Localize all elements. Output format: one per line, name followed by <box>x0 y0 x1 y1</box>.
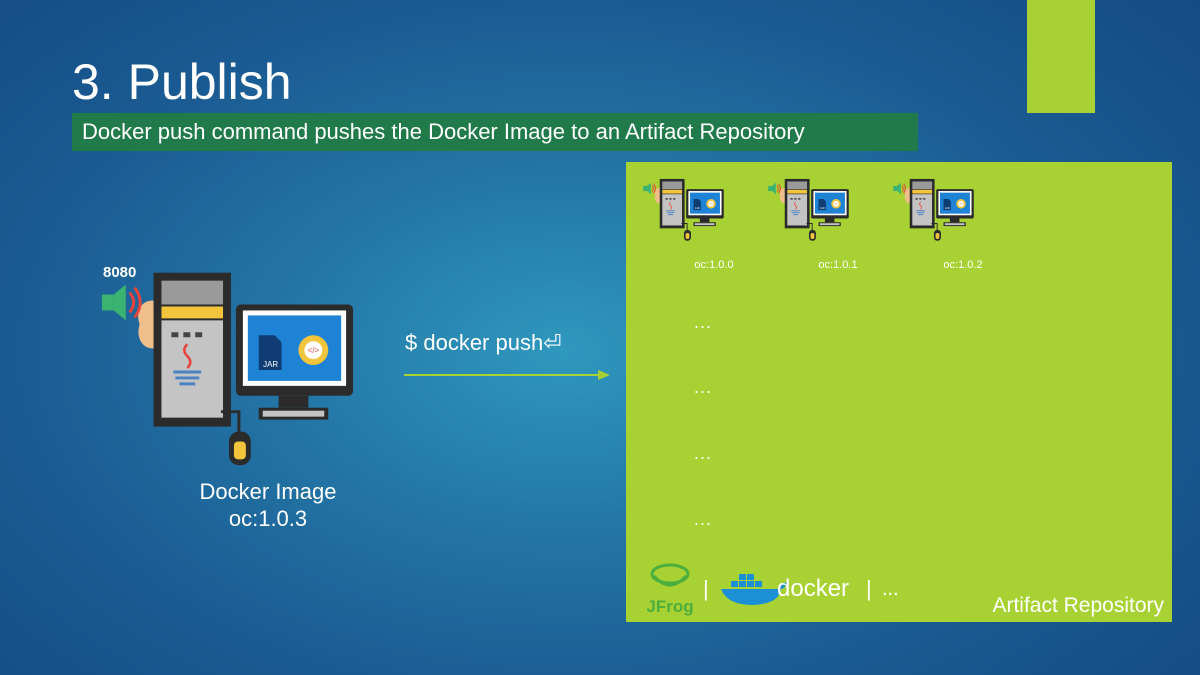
docker-image-label: Docker Image <box>199 479 337 504</box>
docker-whale-logo <box>719 571 789 607</box>
jfrog-logo-text: JFrog <box>646 597 693 616</box>
more-logos-ellipsis: ... <box>882 578 899 600</box>
repo-image-computer-icon <box>890 173 976 247</box>
logo-separator: | <box>866 576 872 601</box>
artifact-repository-label: Artifact Repository <box>992 594 1164 617</box>
ellipsis: ... <box>694 443 713 463</box>
corner-accent-block <box>1027 0 1095 113</box>
ellipsis: ... <box>694 312 713 332</box>
docker-push-command: $ docker push⏎ <box>405 330 562 355</box>
slide-subtitle: Docker push command pushes the Docker Im… <box>72 113 918 151</box>
docker-logo-text: docker <box>777 575 850 602</box>
ellipsis: ... <box>694 509 713 529</box>
docker-image-tag: oc:1.0.3 <box>228 506 308 531</box>
docker-image-computer-icon <box>92 262 360 477</box>
repo-image-computer-icon <box>765 173 851 247</box>
artifact-repository-box: oc:1.0.0 oc:1.0.1 oc:1.0.2 ... ... ... .… <box>626 162 1172 622</box>
repo-image-tag: oc:1.0.2 <box>943 259 983 271</box>
jfrog-logo: JFrog <box>644 560 696 616</box>
port-label: 8080 <box>103 264 137 281</box>
repo-image-tag: oc:1.0.0 <box>694 259 734 271</box>
ellipsis: ... <box>694 377 713 397</box>
repo-image-tag: oc:1.0.1 <box>818 259 858 271</box>
logo-separator: | <box>703 576 709 601</box>
repo-image-computer-icon <box>640 173 726 247</box>
docker-image-caption: Docker Image oc:1.0.3 <box>160 478 376 532</box>
slide-title: 3. Publish <box>72 54 292 110</box>
push-arrow <box>404 370 610 380</box>
